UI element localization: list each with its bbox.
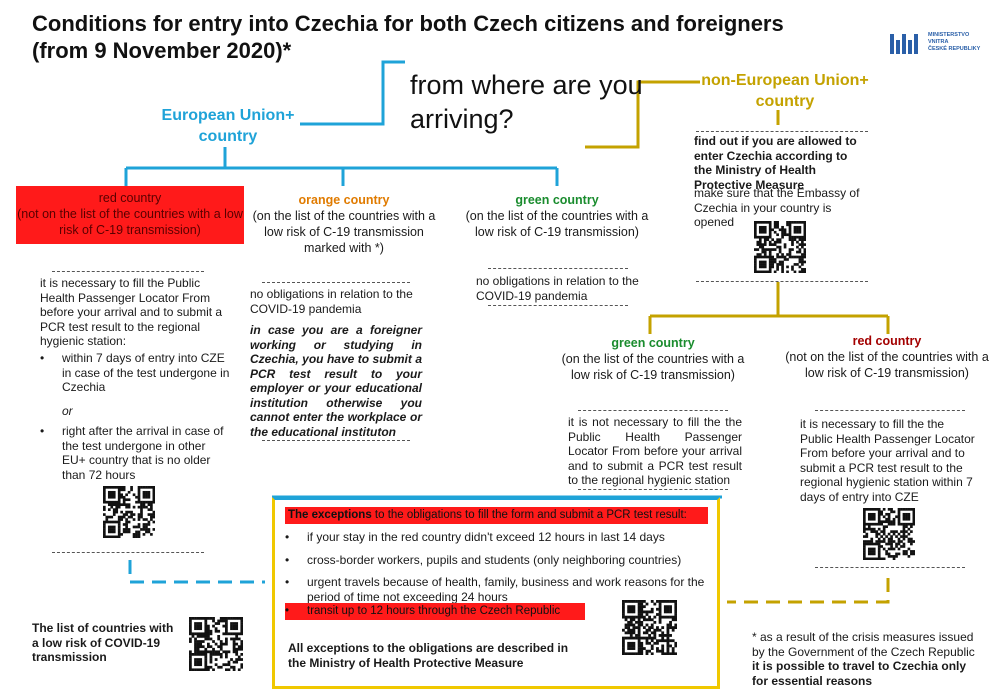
qr-code-icon[interactable] [622,600,678,656]
qr-code-icon[interactable] [863,508,916,561]
page-title: Conditions for entry into Czechia for bo… [32,11,784,63]
exceptions-list: if your stay in the red country didn't e… [285,530,710,612]
divider [578,489,728,490]
divider [815,410,965,411]
eu-orange-italic: in case you are a foreigner working or s… [250,323,422,439]
eu-green-heading: green country [515,193,599,207]
eu-red-intro: it is necessary to fill the Public Healt… [40,276,223,348]
noneu-red-box: red country (not on the list of the coun… [780,333,994,381]
eu-orange-heading: orange country [298,193,390,207]
noneu-green-box: green country (on the list of the countr… [557,335,749,383]
divider [578,410,728,411]
divider [815,567,965,568]
noneu-red-sub: (not on the list of the countries with a… [785,350,989,380]
eu-label: European Union+ country [161,107,295,145]
noneu-green-sub: (on the list of the countries with a low… [561,352,745,382]
eu-red-sub: (not on the list of the countries with a… [17,207,243,237]
logo-text: MINISTERSTVO VNITRA ČESKÉ REPUBLIKY [928,32,981,52]
divider [52,552,204,553]
divider [488,305,628,306]
list-item: if your stay in the red country didn't e… [285,530,710,545]
divider [52,271,204,272]
qr-code-icon[interactable] [103,486,156,539]
list-item: cross-border workers, pupils and student… [285,553,710,568]
divider [696,281,868,282]
footnote: * as a result of the crisis measures iss… [752,630,975,688]
question-heading: from where are you arriving? [410,70,643,134]
noneu-embassy: make sure that the Embassy of Czechia in… [694,186,860,229]
eu-orange-box: orange country (on the list of the count… [250,192,438,256]
exceptions-heading: The exceptions to the obligations to fil… [285,507,708,524]
ministry-logo: MINISTERSTVO VNITRA ČESKÉ REPUBLIKY [888,30,988,56]
list-item: urgent travels because of health, family… [285,575,710,604]
noneu-red-heading: red country [852,334,922,348]
list-item: right after the arrival in case of the t… [40,424,230,482]
exceptions-transit: transit up to 12 hours through the Czech… [285,603,585,620]
divider [262,440,410,441]
eu-green-box: green country (on the list of the countr… [458,192,656,240]
list-item: transit up to 12 hours through the Czech… [285,603,585,620]
divider [488,268,628,269]
eu-orange-sub: (on the list of the countries with a low… [252,209,436,255]
eu-green-sub: (on the list of the countries with a low… [465,209,649,239]
list-item: within 7 days of entry into CZE in case … [40,351,230,395]
noneu-find-out: find out if you are allowed to enter Cze… [694,134,857,192]
exceptions-box [272,497,720,689]
eu-red-or: or [62,404,73,418]
list-of-countries-label: The list of countries with a low risk of… [32,621,174,664]
exceptions-footer: All exceptions to the obligations are de… [288,641,569,670]
noneu-green-heading: green country [611,336,695,350]
eu-green-text: no obligations in relation to the COVID-… [476,274,639,303]
noneu-label: non-European Union+ country [701,72,869,110]
noneu-red-text: it is necessary to fill the the Public H… [800,417,975,504]
qr-code-icon[interactable] [754,221,807,274]
ministry-logo-icon [890,34,918,54]
eu-red-bullets: within 7 days of entry into CZE in case … [40,351,230,401]
noneu-green-text: it is not necessary to fill the the Publ… [568,415,742,487]
eu-red-bullets-2: right after the arrival in case of the t… [40,424,230,488]
divider [262,282,410,283]
eu-red-heading: red country [98,191,162,205]
qr-code-icon[interactable] [189,617,244,672]
divider [696,131,868,132]
eu-red-country-box: red country (not on the list of the coun… [16,186,244,244]
eu-orange-text: no obligations in relation to the COVID-… [250,287,413,316]
